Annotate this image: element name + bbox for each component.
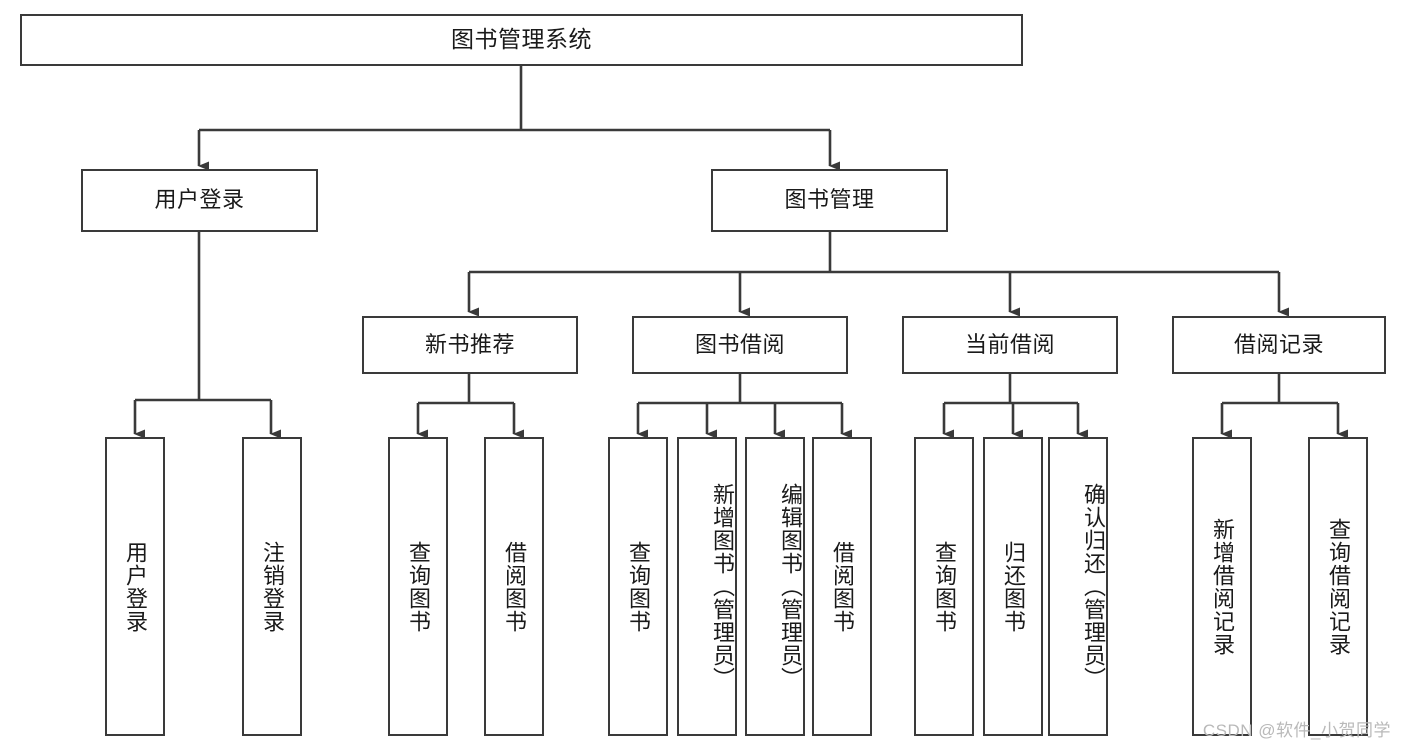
- node-new-book-recommend[interactable]: 新书推荐: [362, 316, 578, 374]
- leaf-current-query-book[interactable]: 查询图书: [914, 437, 974, 736]
- node-borrow-record[interactable]: 借阅记录: [1172, 316, 1386, 374]
- leaf-current-confirm-return-admin[interactable]: 确认归还（管理员）: [1048, 437, 1108, 736]
- node-user-login[interactable]: 用户登录: [81, 169, 318, 232]
- leaf-record-query-borrow-record[interactable]: 查询借阅记录: [1308, 437, 1368, 736]
- node-label: 借阅图书: [501, 540, 527, 633]
- node-book-borrow[interactable]: 图书借阅: [632, 316, 848, 374]
- leaf-recommend-borrow-book[interactable]: 借阅图书: [484, 437, 544, 736]
- node-label: 借阅记录: [1233, 331, 1324, 357]
- node-label: 用户登录: [122, 540, 148, 633]
- node-label: 查询图书: [931, 540, 957, 633]
- node-label: 当前借阅: [964, 331, 1055, 357]
- node-label: 图书管理: [784, 187, 875, 213]
- node-label: 图书管理系统: [451, 26, 592, 53]
- node-label: 借阅图书: [829, 540, 855, 633]
- node-label: 查询图书: [405, 540, 431, 633]
- node-label: 注销登录: [259, 540, 285, 633]
- node-book-manage[interactable]: 图书管理: [711, 169, 948, 232]
- node-label: 新书推荐: [424, 331, 515, 357]
- node-label: 新增图书（管理员）: [710, 483, 735, 690]
- node-label: 查询图书: [625, 540, 651, 633]
- leaf-borrow-add-book-admin[interactable]: 新增图书（管理员）: [677, 437, 737, 736]
- node-current-borrow[interactable]: 当前借阅: [902, 316, 1118, 374]
- node-label: 编辑图书（管理员）: [778, 483, 803, 690]
- node-label: 归还图书: [1000, 540, 1026, 633]
- node-label: 新增借阅记录: [1209, 517, 1235, 656]
- leaf-current-return-book[interactable]: 归还图书: [983, 437, 1043, 736]
- node-label: 用户登录: [154, 187, 245, 213]
- leaf-recommend-query-book[interactable]: 查询图书: [388, 437, 448, 736]
- leaf-record-add-borrow-record[interactable]: 新增借阅记录: [1192, 437, 1252, 736]
- leaf-user-login[interactable]: 用户登录: [105, 437, 165, 736]
- node-label: 查询借阅记录: [1325, 517, 1351, 656]
- leaf-user-logout[interactable]: 注销登录: [242, 437, 302, 736]
- leaf-borrow-borrow-book[interactable]: 借阅图书: [812, 437, 872, 736]
- node-label: 图书借阅: [694, 331, 785, 357]
- node-root-library-system[interactable]: 图书管理系统: [20, 14, 1023, 66]
- leaf-borrow-edit-book-admin[interactable]: 编辑图书（管理员）: [745, 437, 805, 736]
- node-label: 确认归还（管理员）: [1081, 483, 1106, 690]
- leaf-borrow-query-book[interactable]: 查询图书: [608, 437, 668, 736]
